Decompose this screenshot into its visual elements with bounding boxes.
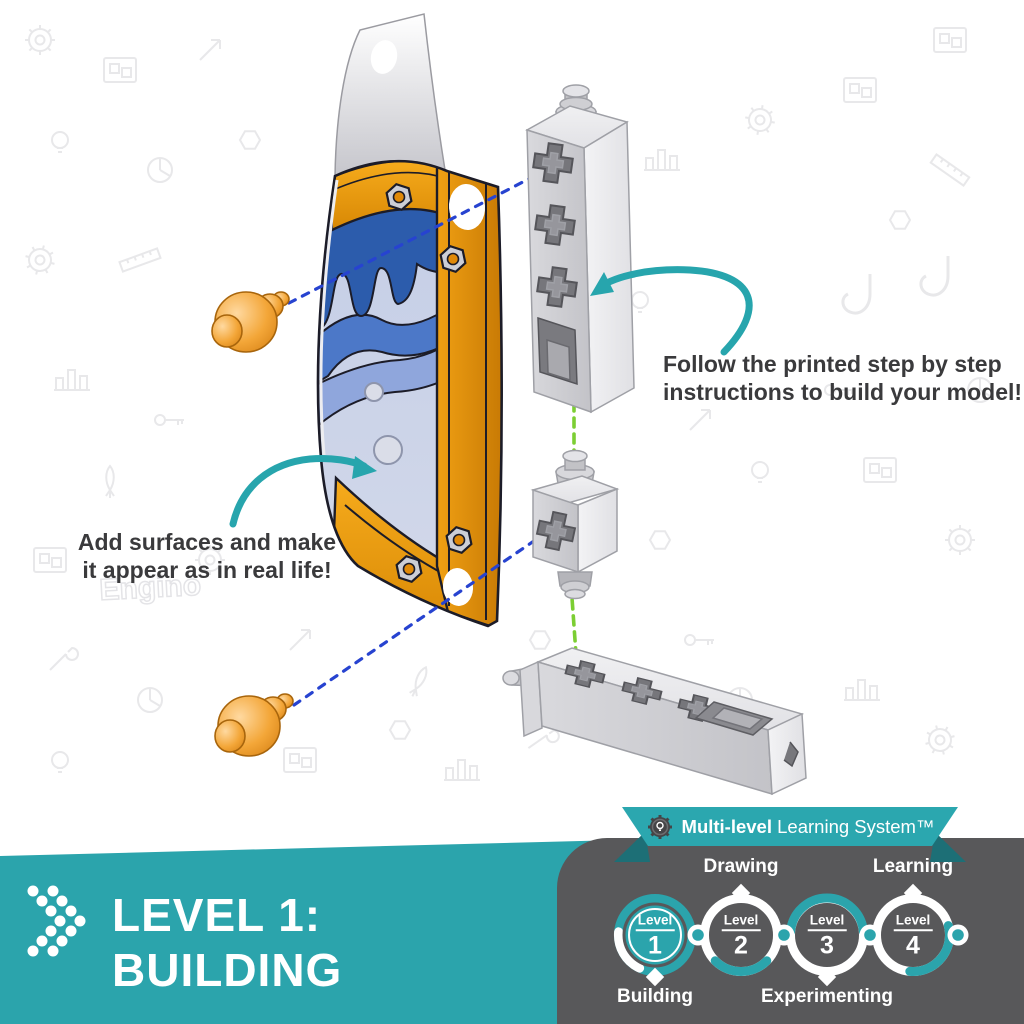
level-4-number: 4	[906, 930, 920, 959]
follow-instructions-text: Follow the printed step by step instruct…	[663, 350, 1024, 406]
panel-backside-hole	[370, 40, 398, 74]
banner-text: Multi-level Learning System™	[682, 816, 935, 838]
level-3-word: Level	[807, 913, 847, 931]
levels-graphic	[614, 883, 969, 987]
beam-4hole-horizontal	[502, 647, 807, 796]
level-1-number: 1	[648, 930, 662, 959]
follow-instructions-line2: instructions to build your model!	[663, 379, 1023, 406]
level-title-line2: BUILDING	[112, 944, 343, 996]
level-title-block: LEVEL 1: BUILDING	[0, 840, 620, 1024]
banner-brand-rest: Learning System™	[772, 815, 935, 837]
level-circle-3: Level 3	[807, 912, 847, 959]
label-experimenting: Experimenting	[761, 986, 893, 1007]
level-3-number: 3	[820, 930, 834, 959]
dotted-chevron-icon	[27, 885, 86, 957]
levels-panel: Drawing Learning Building Experimenting …	[557, 838, 1024, 1024]
level-1-word: Level	[635, 913, 675, 931]
label-building: Building	[617, 986, 693, 1007]
level-2-word: Level	[721, 913, 761, 931]
panel-hole-top	[448, 184, 486, 230]
label-learning: Learning	[872, 856, 954, 877]
level-4-word: Level	[893, 913, 933, 931]
level-circle-1: Level 1	[635, 912, 675, 959]
orange-pin-top	[211, 291, 290, 353]
beam-3hole-vertical	[525, 84, 635, 414]
curved-arrow-left	[229, 455, 377, 528]
level-title: LEVEL 1: BUILDING	[112, 888, 342, 998]
bubble-large	[373, 435, 403, 465]
label-drawing: Drawing	[703, 856, 779, 877]
level-circle-4: Level 4	[893, 912, 933, 959]
orange-pin-bottom	[214, 693, 294, 757]
assembly-line-top	[287, 167, 550, 305]
add-surfaces-line1: Add surfaces and make	[77, 529, 337, 555]
learning-system-banner: Multi-level Learning System™	[622, 807, 958, 846]
panel-backside	[334, 13, 446, 178]
level-circle-2: Level 2	[721, 912, 761, 959]
bubble-small	[364, 382, 384, 402]
assembly-line-bottom	[292, 528, 552, 707]
panel-hole-bottom	[442, 568, 474, 606]
curved-arrow-right	[590, 266, 753, 356]
follow-instructions-line1: Follow the printed step by step	[663, 351, 1002, 377]
panel-right-strip	[435, 162, 502, 627]
add-surfaces-text: Add surfaces and make it appear as in re…	[62, 528, 352, 584]
level-title-line1: LEVEL 1:	[112, 889, 322, 941]
engino-watermark: Engino	[99, 569, 202, 607]
cube-block	[530, 449, 620, 600]
level-2-number: 2	[734, 930, 748, 959]
add-surfaces-line2: it appear as in real life!	[82, 557, 332, 584]
gear-bulb-icon	[646, 813, 674, 841]
banner-brand-bold: Multi-level	[681, 815, 772, 837]
